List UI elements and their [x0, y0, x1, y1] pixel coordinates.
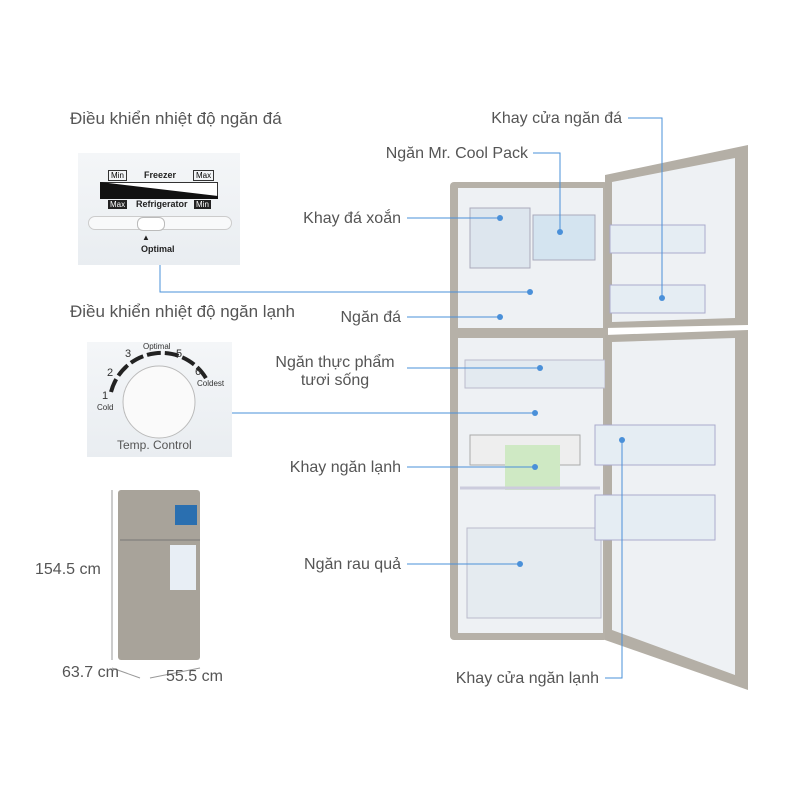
callout-cool-pack: Ngăn Mr. Cool Pack	[385, 145, 528, 162]
min-label-inverted: Min	[194, 200, 211, 209]
dial-3: 3	[125, 348, 132, 360]
temperature-dial[interactable]	[122, 365, 196, 439]
max-label-inverted: Max	[108, 200, 128, 209]
fresh-food-drawer	[464, 359, 606, 389]
temperature-slider[interactable]	[88, 216, 232, 231]
fridge-control-panel: 1 2 3 5 6 Cold Optimal Coldest Temp. Con…	[87, 342, 232, 457]
callout-freezer: Ngăn đá	[340, 309, 402, 326]
freezer-label: Freezer	[144, 170, 177, 180]
dial-1: 1	[102, 390, 109, 402]
optimal-label: Optimal	[143, 342, 171, 351]
small-fridge-image	[118, 490, 200, 660]
refrigerator-label: Refrigerator	[136, 199, 188, 209]
callout-fridge-shelf: Khay ngăn lạnh	[289, 459, 401, 476]
vegetable-drawer	[466, 527, 602, 619]
height-dimension: 154.5 cm	[35, 561, 101, 578]
callout-vegetable: Ngăn rau quả	[304, 556, 401, 573]
freezer-control-panel: Min Freezer Max Max Refrigerator Min ▲ O…	[78, 153, 240, 265]
temp-control-label: Temp. Control	[117, 438, 192, 452]
leader-lines	[159, 117, 663, 679]
coldest-label: Coldest	[197, 379, 225, 388]
cold-label: Cold	[97, 403, 114, 412]
callout-freezer-door-tray: Khay cửa ngăn đá	[491, 110, 622, 127]
dial-6: 6	[195, 366, 202, 378]
max-label: Max	[193, 170, 215, 181]
callout-ice-twister: Khay đá xoắn	[303, 210, 401, 227]
depth-dimension: 63.7 cm	[62, 664, 119, 681]
dial-5: 5	[176, 348, 183, 360]
width-dimension: 55.5 cm	[166, 668, 223, 685]
optimal-arrow-icon: ▲	[142, 233, 150, 242]
fridge-control-title: Điều khiển nhiệt độ ngăn lạnh	[70, 302, 295, 321]
cool-pack-compartment	[532, 214, 596, 261]
slider-handle[interactable]	[137, 217, 165, 231]
callout-fresh-food: Ngăn thực phẩm tươi sống	[275, 354, 395, 389]
dial-2: 2	[107, 367, 114, 379]
callout-fridge-door-tray: Khay cửa ngăn lạnh	[455, 670, 599, 687]
optimal-label: Optimal	[141, 244, 175, 254]
freezer-control-title: Điều khiển nhiệt độ ngăn đá	[70, 109, 282, 128]
min-label: Min	[108, 170, 127, 181]
